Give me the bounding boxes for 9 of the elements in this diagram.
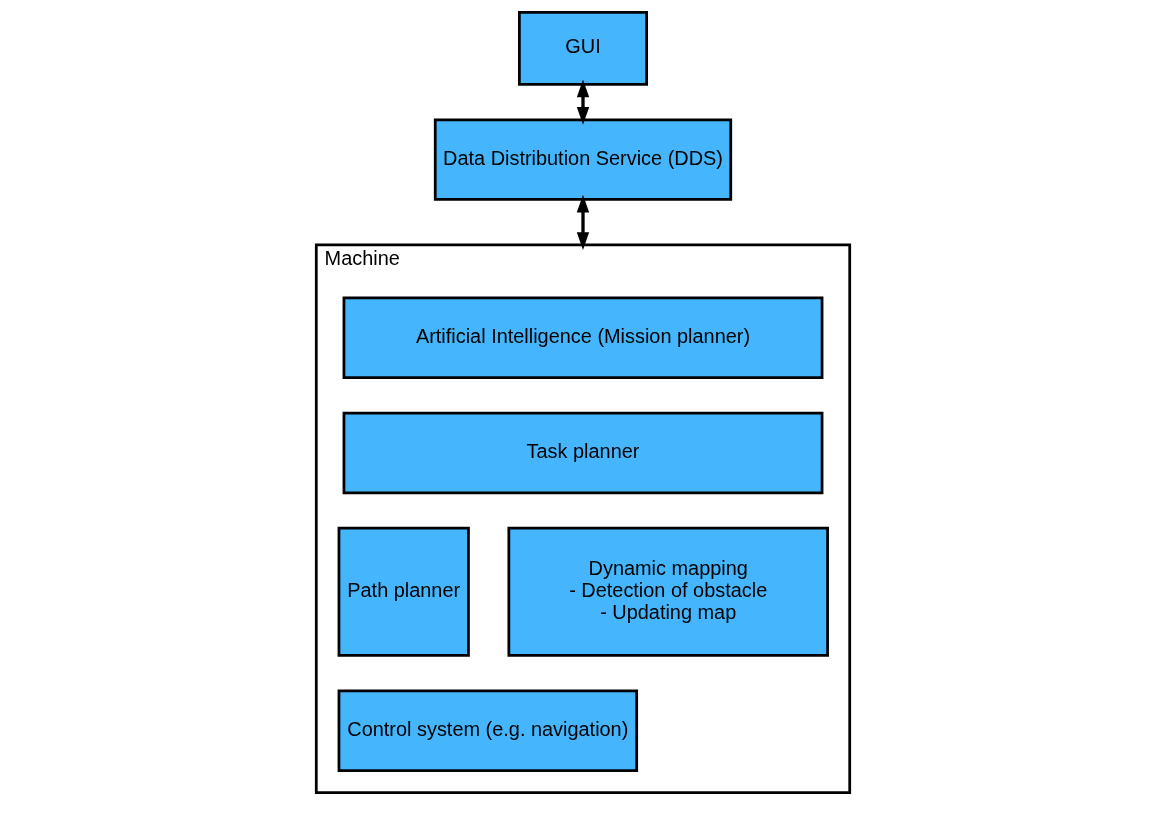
- node-box: Control system (e.g. navigation): [337, 689, 639, 772]
- node-box: Artificial Intelligence (Mission planner): [342, 296, 824, 380]
- node-box: Dynamic mapping - Detection of obstacle - Updating map: [507, 526, 829, 657]
- arrow: [576, 194, 590, 250]
- node-box: GUI: [517, 11, 649, 86]
- node-box: Path planner: [337, 526, 470, 657]
- node-box: Data Distribution Service (DDS): [433, 118, 733, 201]
- arrow: [576, 79, 590, 125]
- node-box: Task planner: [342, 411, 824, 495]
